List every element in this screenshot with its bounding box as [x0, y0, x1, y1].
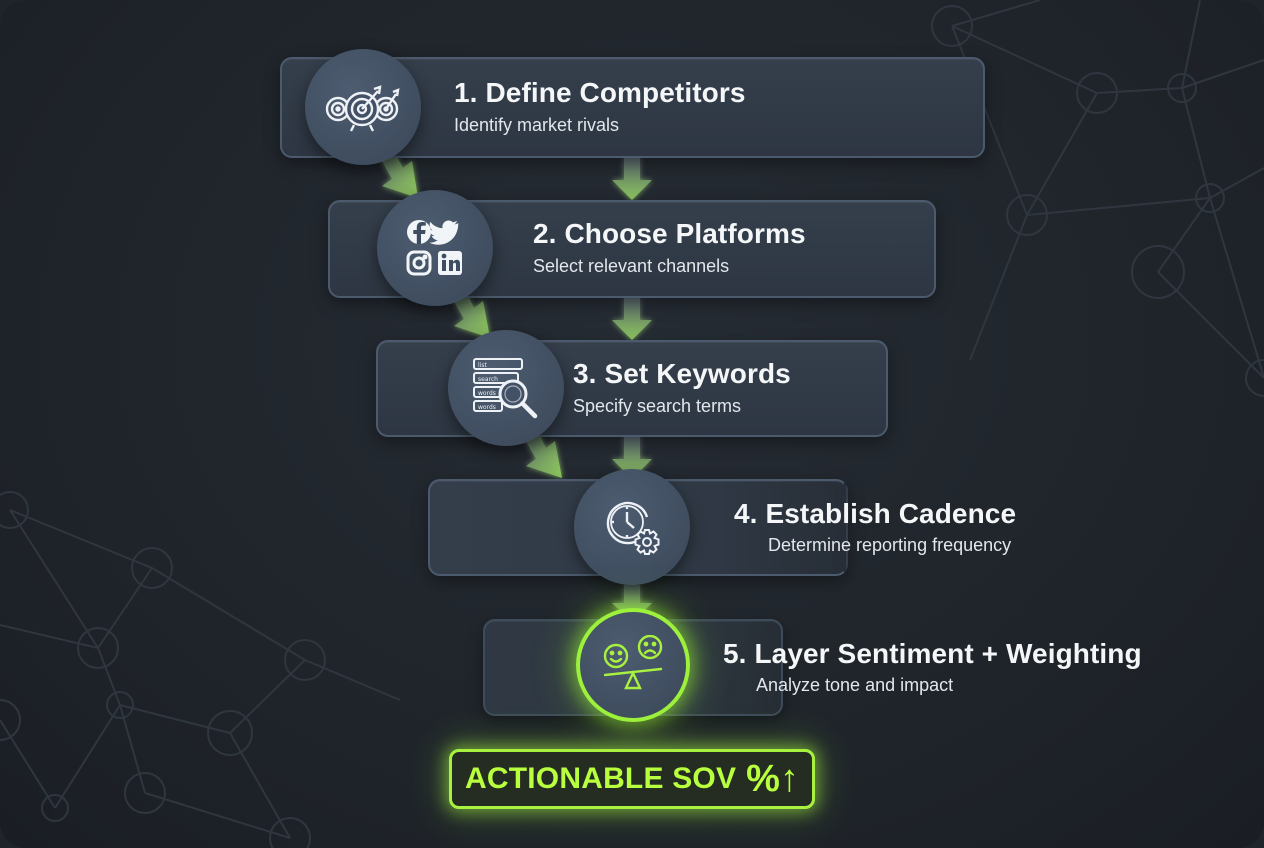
step-icon-circle-1: [305, 49, 421, 165]
step-title-1: 1. Define Competitors: [454, 77, 746, 108]
step-title-5: 5. Layer Sentiment + Weighting: [723, 638, 1142, 669]
targets-icon: [325, 85, 400, 132]
twitter-icon: [429, 220, 459, 245]
svg-text:words: words: [478, 390, 496, 397]
step-title-3: 3. Set Keywords: [573, 358, 791, 389]
step-subtitle-3: Specify search terms: [573, 396, 742, 416]
clock-gear-icon: [606, 501, 660, 555]
result-badge: ACTIONABLE SOV %↑: [449, 749, 815, 809]
percent-up-icon: %↑: [746, 757, 799, 800]
keyword-search-icon: list search words words: [473, 358, 538, 419]
social-platforms-icon: [406, 220, 462, 276]
step-subtitle-1: Identify market rivals: [454, 115, 620, 135]
facebook-icon: [407, 220, 431, 244]
step-icon-circle-3: list search words words: [448, 330, 564, 446]
step-title-4: 4. Establish Cadence: [734, 498, 1017, 529]
step-subtitle-5: Analyze tone and impact: [756, 675, 954, 695]
arrow-down: [612, 158, 652, 200]
arrow-down: [612, 298, 652, 340]
happy-face-icon: [603, 643, 629, 669]
svg-text:words: words: [478, 404, 496, 411]
svg-text:search: search: [478, 376, 498, 383]
svg-text:list: list: [478, 362, 487, 369]
instagram-icon: [406, 250, 432, 276]
step-icon-circle-5: [576, 608, 690, 722]
sad-face-icon: [637, 635, 663, 660]
step-icon-circle-4: [574, 469, 690, 585]
gear-icon: [634, 529, 660, 555]
step-subtitle-2: Select relevant channels: [533, 256, 730, 276]
arrow-down: [612, 437, 652, 479]
step-icon-circle-2: [377, 190, 493, 306]
result-label: ACTIONABLE SOV: [465, 762, 737, 795]
arrow-down: [612, 585, 652, 622]
step-title-2: 2. Choose Platforms: [533, 218, 806, 249]
step-subtitle-4: Determine reporting frequency: [768, 535, 1012, 555]
linkedin-icon: [438, 251, 462, 275]
sentiment-scale-icon: [603, 635, 663, 690]
